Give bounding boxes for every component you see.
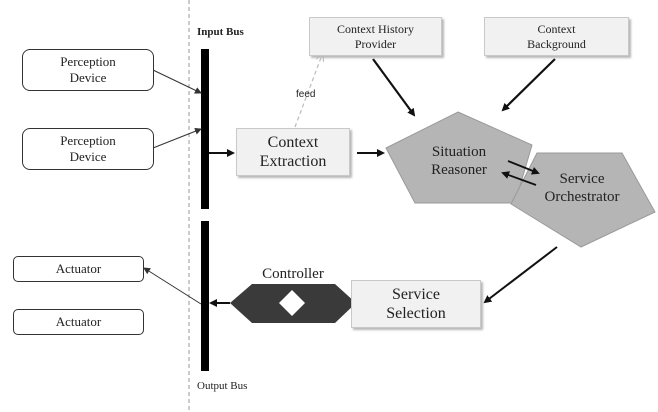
orchestrator-to-selection-arrow xyxy=(483,246,558,304)
perception-device-2-line2: Device xyxy=(69,149,107,164)
perception-2-to-bus-arrow xyxy=(152,127,202,149)
input-bus-label: Input Bus xyxy=(197,26,244,38)
actuator-2-label: Actuator xyxy=(55,313,102,329)
situation-reasoner-line1: Situation xyxy=(431,144,487,160)
situation-reasoner-shape xyxy=(385,111,533,204)
history-to-reasoner-arrow xyxy=(372,58,416,117)
feed-label: feed xyxy=(296,89,316,100)
service-orchestrator-line1: Service xyxy=(559,171,605,187)
output-bus-label: Output Bus xyxy=(197,380,248,392)
actuator-1: Actuator xyxy=(13,256,144,282)
output-bus xyxy=(201,221,209,371)
service-orchestrator-label: Service Orchestrator xyxy=(532,170,632,206)
actuator-2: Actuator xyxy=(13,309,144,335)
reasoner-to-orchestrator-arrow xyxy=(507,160,540,175)
feed-arrow xyxy=(294,55,322,128)
service-selection-line2: Selection xyxy=(386,305,446,322)
controller-label: Controller xyxy=(262,266,324,282)
controller-diamond-icon xyxy=(279,290,305,316)
actuator-1-label: Actuator xyxy=(55,260,102,276)
context-extraction-line1: Context xyxy=(267,133,319,151)
context-history-line1: Context History xyxy=(337,22,414,37)
context-background-line2: Background xyxy=(527,36,586,51)
bus-to-actuator-arrow xyxy=(143,267,202,305)
background-to-reasoner-arrow xyxy=(501,58,556,112)
situation-reasoner-line2: Reasoner xyxy=(431,162,487,178)
perception-1-to-bus-arrow xyxy=(152,69,202,94)
perception-device-1-line1: Perception xyxy=(60,53,116,69)
context-background-line1: Context xyxy=(537,22,576,37)
perception-device-1-line2: Device xyxy=(69,70,107,85)
situation-reasoner-label: Situation Reasoner xyxy=(415,143,503,179)
service-orchestrator-line2: Orchestrator xyxy=(544,189,620,205)
context-extraction-line2: Extraction xyxy=(259,153,327,170)
input-bus xyxy=(201,49,209,209)
service-orchestrator-shape xyxy=(510,152,656,248)
context-history-line2: Provider xyxy=(354,36,397,51)
service-selection-line1: Service xyxy=(392,285,440,303)
orchestrator-to-reasoner-arrow xyxy=(501,171,537,186)
perception-device-2-line1: Perception xyxy=(60,132,116,148)
